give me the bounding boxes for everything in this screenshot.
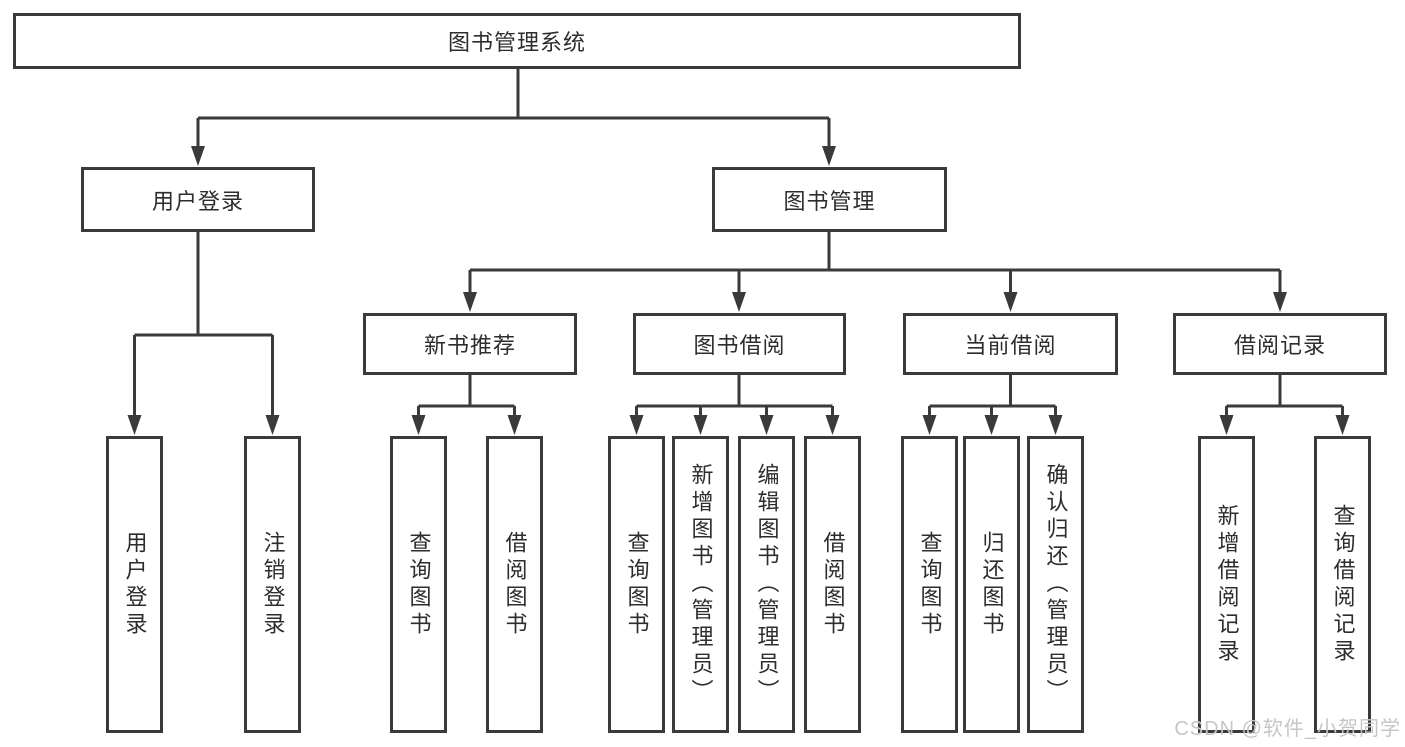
node-root-library-system: 图书管理系统	[13, 13, 1021, 69]
connector-borrowing-records	[1225, 375, 1344, 420]
csdn-watermark: CSDN @软件_小贺同学	[1174, 718, 1401, 740]
node-leaf-add-books-admin: 新增图书（管理员）	[672, 436, 729, 733]
node-book-management: 图书管理	[712, 167, 947, 232]
node-leaf-logout: 注销登录	[244, 436, 301, 733]
node-leaf-search-borrow-record: 查询借阅记录	[1314, 436, 1371, 733]
node-leaf-return-books: 归还图书	[963, 436, 1020, 733]
node-borrowing-records: 借阅记录	[1173, 313, 1387, 375]
node-leaf-edit-books-admin: 编辑图书（管理员）	[738, 436, 795, 733]
connector-root	[196, 68, 831, 150]
node-leaf-add-borrow-record: 新增借阅记录	[1198, 436, 1255, 733]
node-leaf-borrow-books: 借阅图书	[804, 436, 861, 733]
node-user-login: 用户登录	[81, 167, 315, 232]
node-current-borrowing: 当前借阅	[903, 313, 1118, 375]
connector-current-borrowing	[928, 375, 1057, 420]
node-leaf-borrow-books-recommend: 借阅图书	[486, 436, 543, 733]
node-leaf-user-login: 用户登录	[106, 436, 163, 733]
connector-user-login	[133, 232, 274, 420]
connector-new-book-recommend	[417, 375, 516, 420]
connector-book-management	[468, 232, 1282, 297]
node-leaf-search-books-recommend: 查询图书	[390, 436, 447, 733]
connector-book-borrowing	[635, 375, 834, 420]
node-leaf-search-books-current: 查询图书	[901, 436, 958, 733]
node-leaf-search-books-borrowing: 查询图书	[608, 436, 665, 733]
arrowheads	[127, 146, 1350, 435]
node-leaf-confirm-return-admin: 确认归还（管理员）	[1027, 436, 1084, 733]
node-new-book-recommend: 新书推荐	[363, 313, 577, 375]
node-book-borrowing: 图书借阅	[633, 313, 846, 375]
